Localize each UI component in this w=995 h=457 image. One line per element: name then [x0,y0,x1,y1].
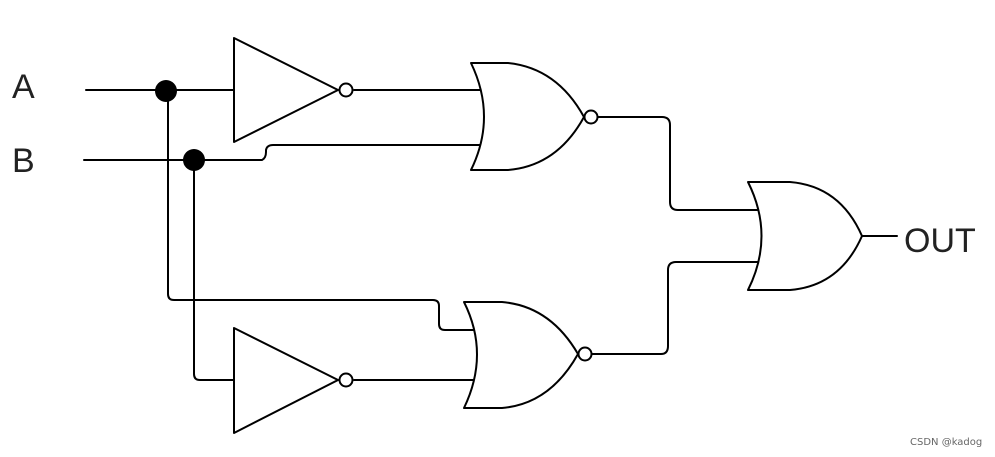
nor-gate-bottom-bubble [577,346,593,362]
nor-gate-bottom [463,301,593,409]
not-gate-top-bubble [338,82,354,98]
output-label: OUT [904,222,976,260]
wire-nand1-to-or [597,116,762,211]
wires [83,89,898,381]
wire-nand2-to-or [591,261,762,355]
not-gate-bottom [233,327,354,434]
wire-a-branch-down [167,89,481,331]
wire-b-input [83,144,486,161]
or-gate-output [747,181,863,291]
junction-dot-b [183,149,205,171]
junction-dot-a [155,80,177,102]
input-label-b: B [12,142,35,180]
wire-b-branch-down [193,159,235,381]
nor-gate-top-bubble [583,109,599,125]
nor-gate-top [470,62,599,171]
watermark: CSDN @kadog [910,437,983,448]
not-gate-top [233,37,354,143]
not-gate-bottom-bubble [338,372,354,388]
input-label-a: A [12,68,35,106]
